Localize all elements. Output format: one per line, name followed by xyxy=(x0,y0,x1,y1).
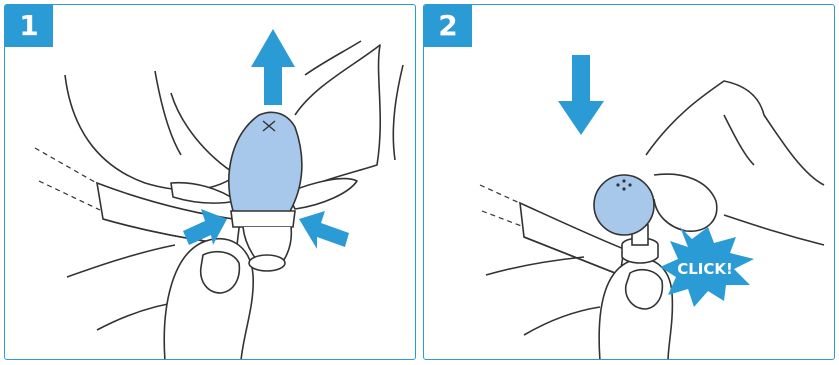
step-2-illustration: CLICK! xyxy=(424,5,835,360)
step-1-illustration xyxy=(5,5,416,360)
step-number-badge: 1 xyxy=(5,5,53,47)
cable-guide-lines xyxy=(35,148,100,210)
step-number-badge: 2 xyxy=(424,5,472,47)
right-hand xyxy=(646,81,824,245)
down-arrow-icon xyxy=(558,55,604,135)
ear-tip xyxy=(594,175,654,235)
thumb xyxy=(599,259,672,360)
thumb xyxy=(164,239,253,360)
step-1-panel: 1 xyxy=(4,4,416,360)
right-hand xyxy=(287,41,403,209)
left-hand xyxy=(486,257,600,335)
cable-guide-lines xyxy=(480,185,524,227)
up-arrow-icon xyxy=(251,29,295,105)
step-2-panel: CLICK! 2 xyxy=(423,4,835,360)
right-squeeze-arrow-icon xyxy=(299,211,349,249)
click-label: CLICK! xyxy=(677,260,733,278)
ear-tip xyxy=(229,112,302,213)
